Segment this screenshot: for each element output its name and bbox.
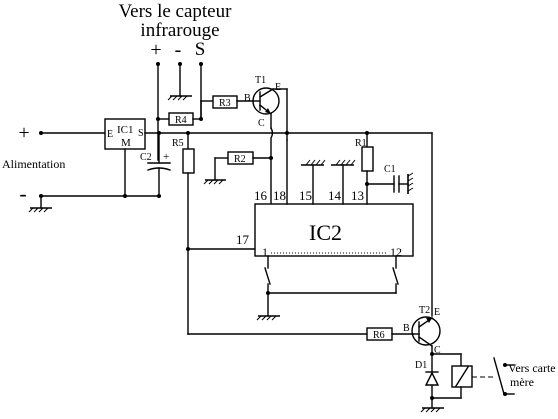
diode-d1: [424, 371, 440, 386]
ic2-pin-16-label: 16: [254, 188, 268, 203]
ic2-pin-18-label: 18: [273, 188, 286, 203]
ic2-pin-13-label: 13: [351, 188, 364, 203]
supply-minus-label: -: [19, 181, 26, 206]
title-line-2: infrarouge: [140, 20, 219, 41]
transistor-t2: [411, 316, 441, 355]
d1-label: D1: [415, 360, 427, 371]
transistor-t1: [252, 87, 288, 134]
output-label-line-2: mère: [510, 375, 534, 389]
supply-plus-label: +: [18, 122, 29, 144]
t1-pin-e: E: [275, 82, 281, 93]
c2-plus-label: +: [163, 151, 169, 163]
t1-name: T1: [255, 75, 266, 86]
ic2-pin-1-label: 1: [262, 245, 268, 259]
ic1-pin-e: E: [107, 129, 113, 140]
ic2-pin-12-label: 12: [390, 245, 402, 259]
ic1-name: IC1: [117, 124, 134, 136]
node-r2-t1c: [269, 156, 273, 160]
resistor-r5: [182, 148, 195, 174]
relay-ground: [420, 397, 444, 413]
switch-pin-1: [264, 255, 271, 317]
t2-pin-c: C: [434, 345, 441, 356]
ic2-chip: [254, 203, 414, 257]
t2-name: T2: [419, 305, 430, 316]
ic1-regulator: [104, 118, 146, 150]
ic2-pin-17-label: 17: [236, 232, 250, 247]
t2-pin-b: B: [403, 323, 410, 334]
c1-label: C1: [384, 164, 396, 175]
capacitor-c2: [147, 132, 171, 197]
node-c2-ground: [157, 194, 161, 198]
node-ic1-ground: [123, 194, 127, 198]
r4-label: R4: [175, 115, 187, 126]
output-label-line-1: Vers carte: [508, 361, 556, 375]
supply-ground: [28, 195, 52, 213]
supply-label: Alimentation: [2, 157, 65, 171]
sensor-signal-label: S: [195, 39, 206, 60]
r2-ground: [203, 179, 226, 185]
r1-label: R1: [355, 138, 367, 149]
c2-label: C2: [140, 152, 152, 163]
ic1-pin-s: S: [138, 128, 144, 139]
node-r4-plus: [156, 117, 160, 121]
t1-pin-c: C: [258, 118, 265, 129]
r5-label: R5: [172, 138, 184, 149]
r6-label: R6: [373, 330, 385, 341]
sensor-ground: [167, 63, 192, 101]
r2-label: R2: [234, 154, 246, 165]
relay-coil: [451, 353, 473, 399]
ic2-name: IC2: [309, 220, 342, 245]
switch-ground: [256, 315, 280, 321]
ic2-pin-14-ground: [331, 159, 356, 166]
ic2-pin-15-ground: [301, 159, 326, 166]
sensor-minus-label: -: [175, 39, 182, 61]
t2-pin-e: E: [434, 307, 440, 318]
title-line-1: Vers le capteur: [119, 1, 233, 22]
resistor-r3: [212, 95, 238, 109]
c1-ground: [407, 172, 414, 194]
switch-pin-12: [392, 255, 399, 294]
relay-contact: [493, 357, 515, 396]
capacitor-c1: [393, 175, 409, 193]
r3-label: R3: [219, 98, 231, 109]
t1-pin-b: B: [244, 93, 251, 104]
ic2-pin-14-label: 14: [328, 188, 342, 203]
t1-collector-to-ic2-16-wire: [270, 127, 274, 205]
sensor-plus-label: +: [150, 39, 161, 61]
resistor-r1: [361, 146, 374, 172]
node-switch-common: [266, 291, 270, 295]
ic1-sub: M: [121, 137, 131, 149]
ic2-pin-15-label: 15: [299, 188, 312, 203]
